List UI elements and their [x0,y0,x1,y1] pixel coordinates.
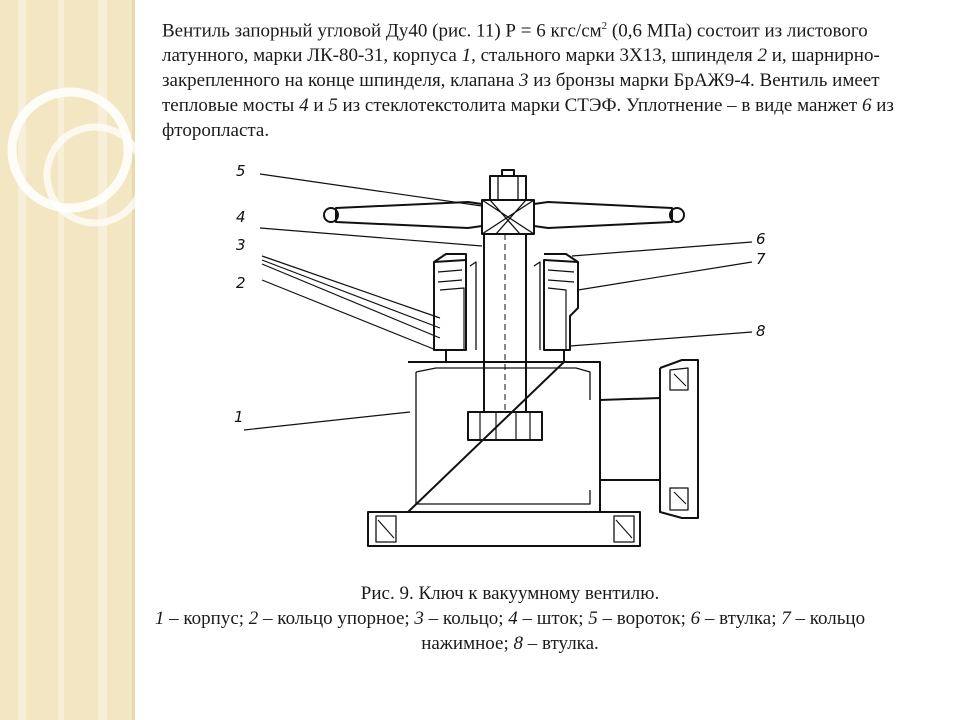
band-stripe [18,0,26,720]
valve-body [367,359,699,547]
legend-number: 3 [414,608,424,629]
valve-drawing: 5 4 3 2 1 6 7 8 [234,162,766,547]
legend-number: 8 [513,633,523,654]
decorative-rings [7,87,140,227]
legend-number: 4 [508,608,518,629]
legend-text: – корпус; [164,608,249,629]
description-text: 2 [601,20,608,32]
part-reference: 2 [757,45,767,67]
legend-number: 2 [248,608,259,629]
description-paragraph: Вентиль запорный угловой Ду40 (рис. 11) … [162,14,932,143]
part-label-1: 1 [234,408,244,426]
legend-text: – шток; [517,608,589,629]
part-reference: 6 [861,95,872,117]
legend-number: 5 [588,608,598,629]
description-text: из фторопласта. [162,95,894,142]
description-text: и, шарнирно-закрепленного на конце шпинд… [162,45,880,92]
part-reference: 1 [461,45,472,67]
part-labels: 5 4 3 2 1 6 7 8 [234,162,766,426]
legend-text: – кольцо; [423,608,509,629]
part-reference: 5 [328,95,338,117]
part-label-4: 4 [236,208,246,226]
legend-text: – кольцо нажимное; [421,608,866,654]
leader-lines [243,173,753,431]
legend-text: – кольцо упорное; [258,608,415,629]
legend-text: – вороток; [597,608,691,629]
band-edge [132,0,135,720]
handwheel [323,169,685,235]
part-label-2: 2 [236,274,246,292]
stem [483,234,527,412]
legend-number: 6 [690,608,701,629]
legend-number: 7 [781,608,791,629]
description-text: и [308,95,329,117]
part-label-5: 5 [236,162,246,180]
description-text: Вентиль запорный угловой Ду40 (рис. 11) … [162,20,602,42]
band-stripe [98,0,107,720]
part-label-3: 3 [236,236,246,254]
description-text: (0,6 МПа) состоит из листового латунного… [162,20,868,67]
legend-text: – втулка; [700,608,782,629]
caption-legend: 1 – корпус; 2 – кольцо упорное; 3 – коль… [120,606,900,656]
band-stripe [58,0,64,720]
part-label-7: 7 [756,250,766,268]
description-text: из бронзы марки БрАЖ9-4. Вентиль имеет т… [162,70,880,117]
description-text: из стеклотекстолита марки СТЭФ. Уплотнен… [337,95,862,117]
caption-title: Рис. 9. Ключ к вакуумному вентилю. [360,583,660,604]
legend-number: 1 [154,608,165,629]
part-reference: 3 [519,70,529,92]
figure-caption: Рис. 9. Ключ к вакуумному вентилю. 1 – к… [120,581,900,656]
part-reference: 4 [299,95,309,117]
legend-text: – втулка. [522,633,599,654]
part-label-8: 8 [756,322,766,340]
description-text: , стального марки 3Х13, шпинделя [471,45,758,67]
part-label-6: 6 [756,230,766,248]
gland-nut [433,253,579,363]
